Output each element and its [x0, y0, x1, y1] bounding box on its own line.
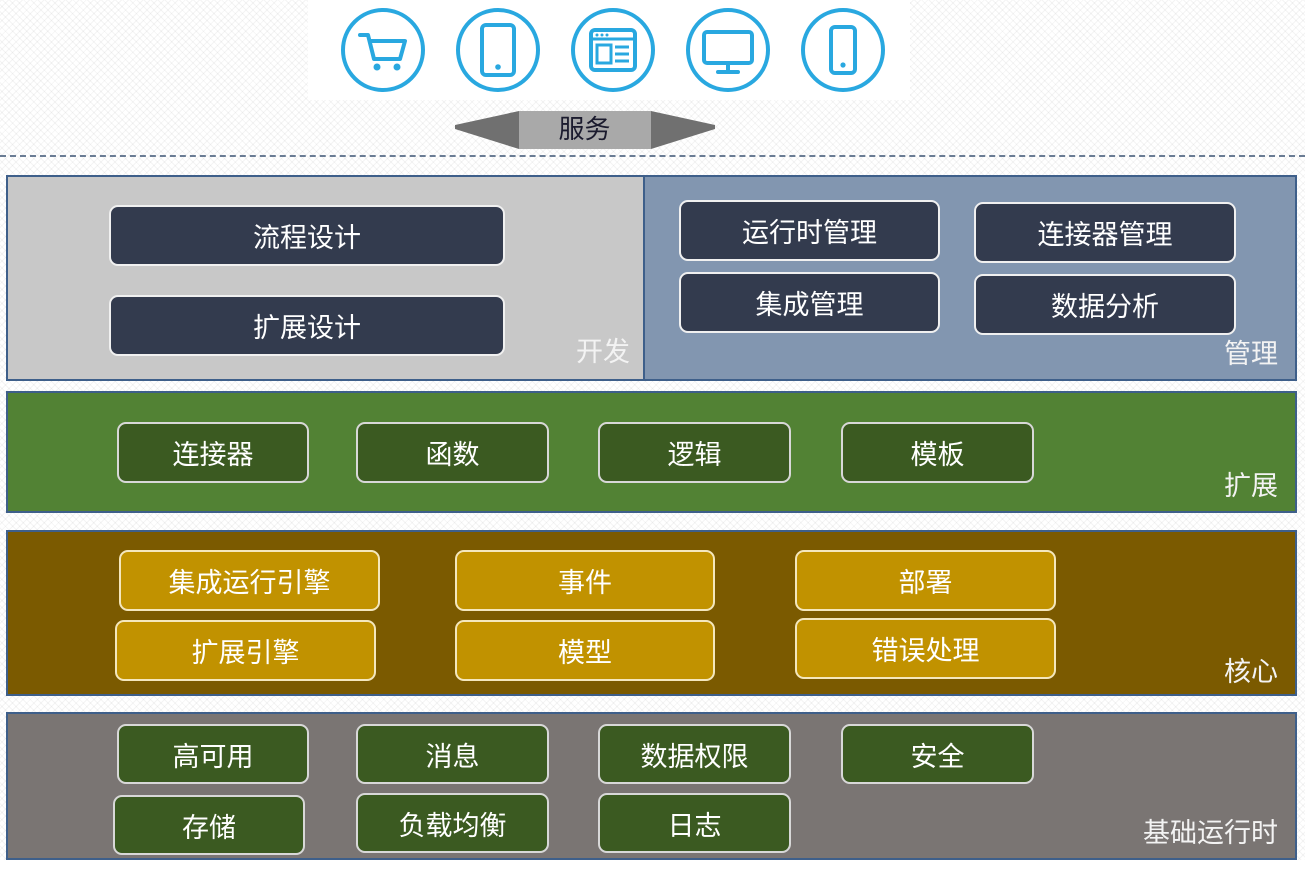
box-load-balancing[interactable]: 负载均衡	[356, 793, 549, 853]
box-data-analysis[interactable]: 数据分析	[974, 274, 1236, 335]
box-runtime-management[interactable]: 运行时管理	[679, 200, 940, 261]
layer-label-ext: 扩展	[1224, 471, 1278, 502]
box-integration-management[interactable]: 集成管理	[679, 272, 940, 333]
box-integration-runtime-engine[interactable]: 集成运行引擎	[119, 550, 380, 611]
box-model[interactable]: 模型	[455, 620, 715, 681]
service-label: 服务	[558, 115, 611, 145]
box-security[interactable]: 安全	[841, 724, 1034, 784]
box-data-permission[interactable]: 数据权限	[598, 724, 791, 784]
box-logging[interactable]: 日志	[598, 793, 791, 853]
layer-label-base: 基础运行时	[1143, 818, 1278, 849]
box-connector-management[interactable]: 连接器管理	[974, 202, 1236, 263]
layer-label-dev: 开发	[576, 337, 630, 368]
box-logic[interactable]: 逻辑	[598, 422, 791, 483]
box-message[interactable]: 消息	[356, 724, 549, 784]
layer-label-mgmt: 管理	[1224, 339, 1278, 370]
mobile-phone-icon	[800, 7, 886, 93]
box-connector[interactable]: 连接器	[117, 422, 309, 483]
box-extension-engine[interactable]: 扩展引擎	[115, 620, 376, 681]
box-storage[interactable]: 存储	[113, 795, 305, 855]
web-app-icon	[570, 7, 656, 93]
service-arrow	[455, 105, 715, 151]
desktop-monitor-icon	[685, 7, 771, 93]
box-deployment[interactable]: 部署	[795, 550, 1056, 611]
bottom-margin	[0, 860, 1305, 875]
box-event[interactable]: 事件	[455, 550, 715, 611]
box-high-availability[interactable]: 高可用	[117, 724, 309, 784]
box-flow-design[interactable]: 流程设计	[109, 205, 505, 266]
box-extension-design[interactable]: 扩展设计	[109, 295, 505, 356]
tablet-icon	[455, 7, 541, 93]
service-icon-panel	[308, 0, 910, 100]
layer-label-core: 核心	[1224, 657, 1278, 688]
dashed-divider	[0, 155, 1305, 157]
box-error-handling[interactable]: 错误处理	[795, 618, 1056, 679]
box-template[interactable]: 模板	[841, 422, 1034, 483]
box-function[interactable]: 函数	[356, 422, 549, 483]
shopping-cart-icon	[340, 7, 426, 93]
